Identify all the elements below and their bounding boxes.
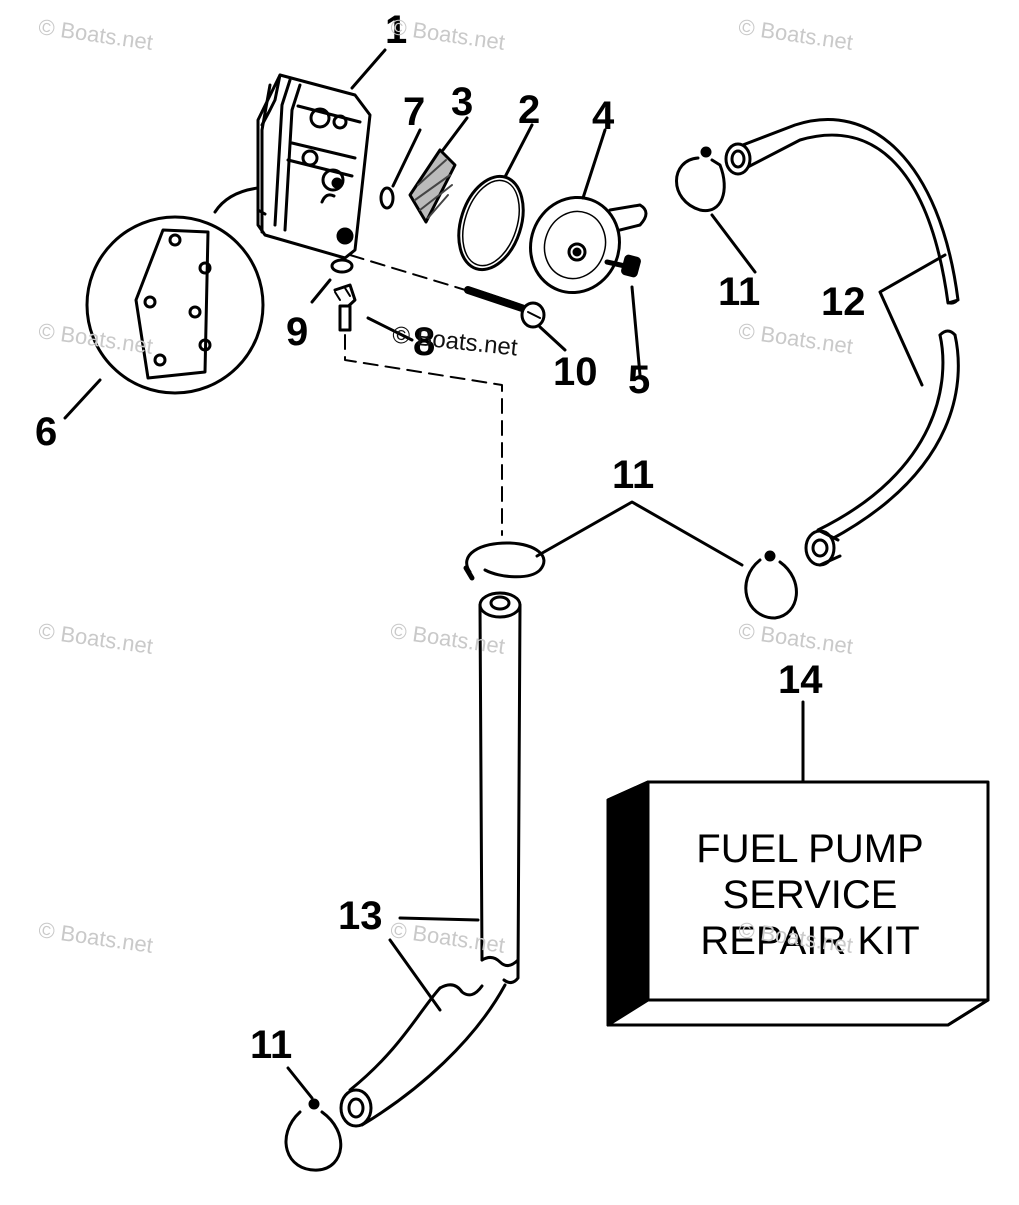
callout-11-bottom: 11 bbox=[250, 1023, 293, 1067]
leader-8 bbox=[366, 316, 414, 342]
o-ring-2-inner bbox=[462, 179, 520, 267]
assembly-line-2 bbox=[344, 334, 503, 536]
hose-13-vertical bbox=[478, 591, 522, 985]
o-ring-7 bbox=[379, 186, 395, 210]
clip-11-top-tab bbox=[700, 146, 712, 158]
callout-6: 6 bbox=[35, 410, 58, 454]
leader-6 bbox=[63, 378, 102, 420]
hose-12-upper bbox=[724, 118, 960, 305]
leader-1 bbox=[350, 48, 387, 90]
leader-10 bbox=[538, 325, 567, 352]
callout-8: 8 bbox=[413, 320, 436, 364]
clip-11-mid-right bbox=[744, 558, 798, 620]
leader-7 bbox=[391, 128, 422, 188]
washer-9 bbox=[330, 258, 354, 274]
leader-11-top bbox=[710, 213, 757, 274]
fitting-8 bbox=[333, 283, 357, 332]
callout-12: 12 bbox=[821, 280, 866, 324]
callout-1: 1 bbox=[385, 8, 408, 52]
screw-5 bbox=[604, 254, 641, 278]
bolt-10 bbox=[464, 284, 546, 329]
callout-9: 9 bbox=[286, 310, 309, 354]
leader-2 bbox=[503, 123, 534, 179]
filter-screen bbox=[408, 148, 457, 224]
leader-13 bbox=[388, 916, 480, 1012]
assembly-line-1 bbox=[349, 254, 473, 293]
gasket-detail bbox=[85, 215, 265, 395]
leader-12 bbox=[878, 253, 947, 387]
leader-3 bbox=[441, 116, 469, 152]
callout-7: 7 bbox=[403, 90, 426, 134]
detail-leader bbox=[213, 186, 260, 214]
callout-11-mid: 11 bbox=[612, 453, 655, 497]
diaphragm-cover bbox=[529, 195, 648, 295]
kit-label-line-2: SERVICE bbox=[722, 873, 898, 917]
callout-14: 14 bbox=[778, 658, 823, 702]
leader-11-mid bbox=[535, 500, 744, 567]
leader-4 bbox=[581, 128, 607, 200]
callout-5: 5 bbox=[628, 358, 651, 402]
clip-11-mid-left bbox=[465, 541, 546, 579]
callout-13: 13 bbox=[338, 894, 383, 938]
clip-11-bottom bbox=[284, 1110, 343, 1172]
clip-11-bottom-tab bbox=[308, 1098, 320, 1110]
repair-kit-label: FUEL PUMP SERVICE REPAIR KIT bbox=[660, 826, 960, 964]
hose-12-lower bbox=[804, 329, 960, 567]
callout-3: 3 bbox=[451, 80, 474, 124]
callout-10: 10 bbox=[553, 350, 598, 394]
o-ring-2 bbox=[457, 174, 525, 272]
clip-11-top bbox=[675, 156, 726, 213]
repair-kit-box bbox=[606, 780, 990, 1027]
kit-label-line-3: REPAIR KIT bbox=[700, 919, 920, 963]
leader-5 bbox=[630, 285, 642, 377]
kit-label-line-1: FUEL PUMP bbox=[696, 827, 924, 871]
callout-2: 2 bbox=[518, 88, 541, 132]
leader-9 bbox=[310, 278, 332, 304]
callout-11-top: 11 bbox=[718, 270, 761, 314]
hose-13-lower bbox=[339, 983, 507, 1128]
clip-11-mid-left-tab bbox=[463, 565, 475, 581]
leader-11-bottom bbox=[286, 1066, 314, 1100]
fuel-pump-body bbox=[256, 73, 372, 260]
callout-4: 4 bbox=[592, 94, 615, 138]
clip-11-mid-right-tab bbox=[764, 550, 776, 562]
